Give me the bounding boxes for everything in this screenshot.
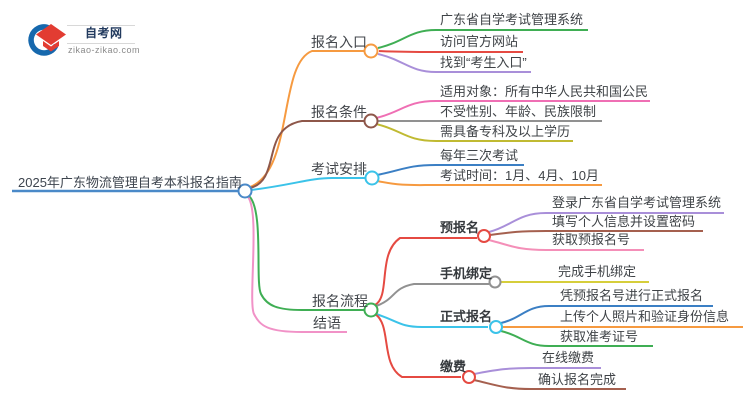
- leaf-line-sched-2: [376, 180, 602, 187]
- leaf-line-formal-1: [500, 305, 713, 324]
- leaf-entry-2[interactable]: 访问官方网站: [440, 34, 519, 49]
- leaf-line-cond-1: [375, 100, 650, 119]
- branch-line-conclusion: [247, 196, 347, 333]
- leaf-formal-1[interactable]: 凭预报名号进行正式报名: [560, 288, 704, 303]
- logo-divider-bottom: [67, 43, 135, 44]
- leaf-prereg-2[interactable]: 填写个人信息并设置密码: [552, 214, 696, 229]
- subtopic-pay[interactable]: 缴费: [440, 359, 467, 374]
- subbranch-line-pay: [374, 313, 461, 378]
- leaf-line-entry-1: [377, 29, 588, 49]
- logo-icon: [28, 24, 66, 56]
- leaf-pay-1[interactable]: 在线缴费: [542, 350, 595, 365]
- leaf-formal-3[interactable]: 获取准考证号: [560, 329, 639, 344]
- logo-site-name: 自考网: [85, 26, 123, 40]
- leaf-line-prereg-1: [488, 212, 724, 233]
- leaf-cond-1[interactable]: 适用对象：所有中华人民共和国公民: [440, 84, 649, 99]
- entry-node-handle[interactable]: [363, 43, 379, 59]
- topic-process[interactable]: 报名流程: [312, 293, 368, 309]
- leaf-cond-2[interactable]: 不受性别、年龄、民族限制: [440, 104, 597, 119]
- branch-line-schedule: [250, 177, 366, 191]
- formal-node-handle[interactable]: [489, 320, 503, 334]
- leaf-line-formal-3: [500, 330, 653, 347]
- subbranch-line-prereg: [374, 237, 477, 306]
- root-topic[interactable]: 2025年广东物流管理自考本科报名指南: [18, 175, 242, 190]
- leaf-line-entry-2: [378, 50, 523, 53]
- prereg-node-handle[interactable]: [477, 229, 491, 243]
- leaf-line-sched-1: [376, 164, 524, 176]
- leaf-line-cond-3: [375, 123, 573, 142]
- leaf-line-prereg-3: [488, 239, 644, 251]
- leaf-prereg-3[interactable]: 获取预报名号: [552, 232, 631, 247]
- leaf-entry-1[interactable]: 广东省自学考试管理系统: [440, 12, 584, 27]
- schedule-node-handle[interactable]: [364, 170, 380, 186]
- subbranch-line-phone: [375, 283, 489, 307]
- logo-divider-top: [67, 25, 135, 26]
- logo[interactable]: 自考网 zikao-zikao.com: [0, 0, 160, 70]
- root-node-handle[interactable]: [237, 183, 253, 199]
- conditions-node-handle[interactable]: [363, 113, 379, 129]
- leaf-sched-1[interactable]: 每年三次考试: [440, 148, 519, 163]
- leaf-cond-3[interactable]: 需具备专科及以上学历: [440, 124, 571, 139]
- leaf-phone-1[interactable]: 完成手机绑定: [558, 264, 637, 279]
- leaf-pay-2[interactable]: 确认报名完成: [538, 372, 617, 387]
- logo-cap-board: [36, 24, 66, 45]
- subtopic-prereg[interactable]: 预报名: [440, 220, 480, 235]
- logo-site-url: zikao-zikao.com: [68, 45, 141, 55]
- leaf-line-pay-1: [473, 367, 601, 375]
- branch-line-process: [248, 195, 365, 311]
- branch-line-conditions: [249, 120, 366, 189]
- leaf-line-pay-2: [473, 379, 626, 390]
- leaf-line-entry-3: [377, 53, 531, 73]
- logo-cap-base: [43, 41, 59, 52]
- logo-swoosh: [28, 24, 59, 56]
- topic-conclusion[interactable]: 结语: [313, 315, 341, 331]
- pay-node-handle[interactable]: [462, 370, 476, 384]
- leaf-entry-3[interactable]: 找到“考生入口”: [440, 55, 527, 70]
- topic-schedule[interactable]: 考试安排: [311, 161, 367, 177]
- leaf-prereg-1[interactable]: 登录广东省自学考试管理系统: [552, 195, 722, 210]
- subtopic-formal[interactable]: 正式报名: [440, 309, 493, 324]
- topic-entry[interactable]: 报名入口: [311, 34, 367, 50]
- leaf-line-prereg-2: [489, 230, 703, 236]
- leaf-sched-2[interactable]: 考试时间：1月、4月、10月: [440, 168, 599, 183]
- phone-node-handle[interactable]: [488, 275, 502, 289]
- leaf-formal-2[interactable]: 上传个人照片和验证身份信息: [560, 309, 730, 324]
- topic-conditions[interactable]: 报名条件: [311, 104, 367, 120]
- process-node-handle[interactable]: [363, 302, 379, 318]
- subtopic-phone[interactable]: 手机绑定: [440, 266, 493, 281]
- subbranch-line-formal: [375, 313, 488, 328]
